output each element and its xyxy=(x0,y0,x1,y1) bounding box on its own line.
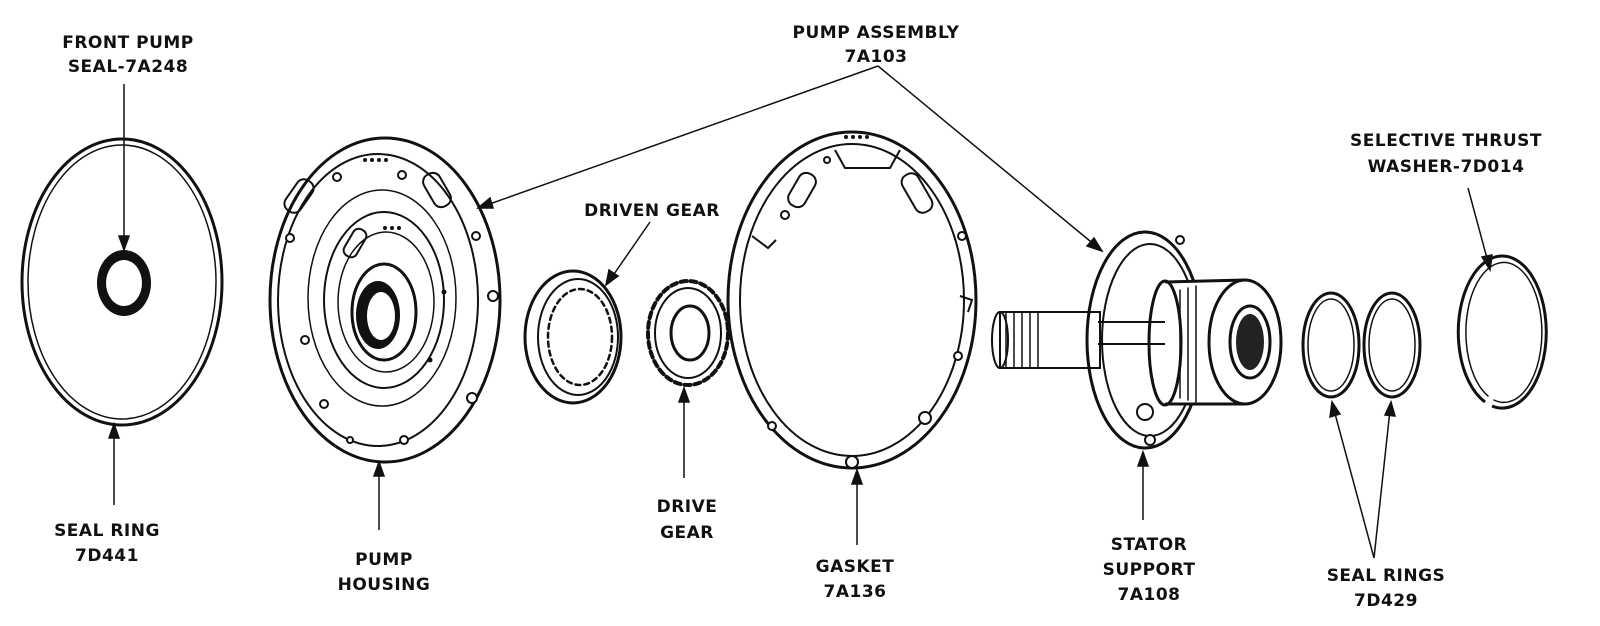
svg-text:GASKET: GASKET xyxy=(816,557,895,577)
gasket-part xyxy=(726,130,978,470)
svg-text:HOUSING: HOUSING xyxy=(338,575,431,595)
svg-text:STATOR: STATOR xyxy=(1111,535,1188,555)
label-front-pump-seal: FRONT PUMP SEAL-7A248 xyxy=(62,33,194,77)
svg-text:7A136: 7A136 xyxy=(824,582,887,602)
svg-text:SUPPORT: SUPPORT xyxy=(1103,560,1196,580)
svg-text:FRONT PUMP: FRONT PUMP xyxy=(62,33,194,53)
seal-rings-part xyxy=(1301,291,1422,399)
pump-housing-part xyxy=(268,136,502,464)
label-pump-assembly: PUMP ASSEMBLY 7A103 xyxy=(793,23,960,67)
label-pump-housing: PUMP HOUSING xyxy=(338,550,431,595)
svg-text:WASHER-7D014: WASHER-7D014 xyxy=(1368,157,1525,177)
svg-text:SELECTIVE THRUST: SELECTIVE THRUST xyxy=(1350,131,1542,151)
label-gasket: GASKET 7A136 xyxy=(816,557,895,602)
leader-lines xyxy=(107,65,1493,559)
driven-gear-part xyxy=(523,269,623,405)
svg-text:7D441: 7D441 xyxy=(75,546,139,566)
svg-text:7A103: 7A103 xyxy=(845,47,908,67)
svg-text:7A108: 7A108 xyxy=(1118,585,1181,605)
svg-text:GEAR: GEAR xyxy=(660,523,714,543)
drive-gear-part xyxy=(646,279,730,387)
label-driven-gear: DRIVEN GEAR xyxy=(584,201,720,221)
label-stator-support: STATOR SUPPORT 7A108 xyxy=(1103,535,1196,605)
svg-text:DRIVE: DRIVE xyxy=(657,497,718,517)
svg-text:SEAL-7A248: SEAL-7A248 xyxy=(68,57,188,77)
svg-text:PUMP ASSEMBLY: PUMP ASSEMBLY xyxy=(793,23,960,43)
label-drive-gear: DRIVE GEAR xyxy=(657,497,718,543)
svg-text:SEAL RING: SEAL RING xyxy=(54,521,160,541)
front-pump-seal-part xyxy=(97,250,151,316)
stator-support-part xyxy=(991,230,1283,450)
thrust-washer-part xyxy=(1456,254,1548,410)
label-seal-ring: SEAL RING 7D441 xyxy=(54,521,160,566)
seal-ring-part xyxy=(20,137,224,427)
label-seal-rings: SEAL RINGS 7D429 xyxy=(1327,566,1446,611)
svg-text:SEAL RINGS: SEAL RINGS xyxy=(1327,566,1446,586)
svg-text:7D429: 7D429 xyxy=(1354,591,1418,611)
label-thrust-washer: SELECTIVE THRUST WASHER-7D014 xyxy=(1350,131,1542,177)
svg-text:DRIVEN GEAR: DRIVEN GEAR xyxy=(584,201,720,221)
svg-text:PUMP: PUMP xyxy=(355,550,413,570)
